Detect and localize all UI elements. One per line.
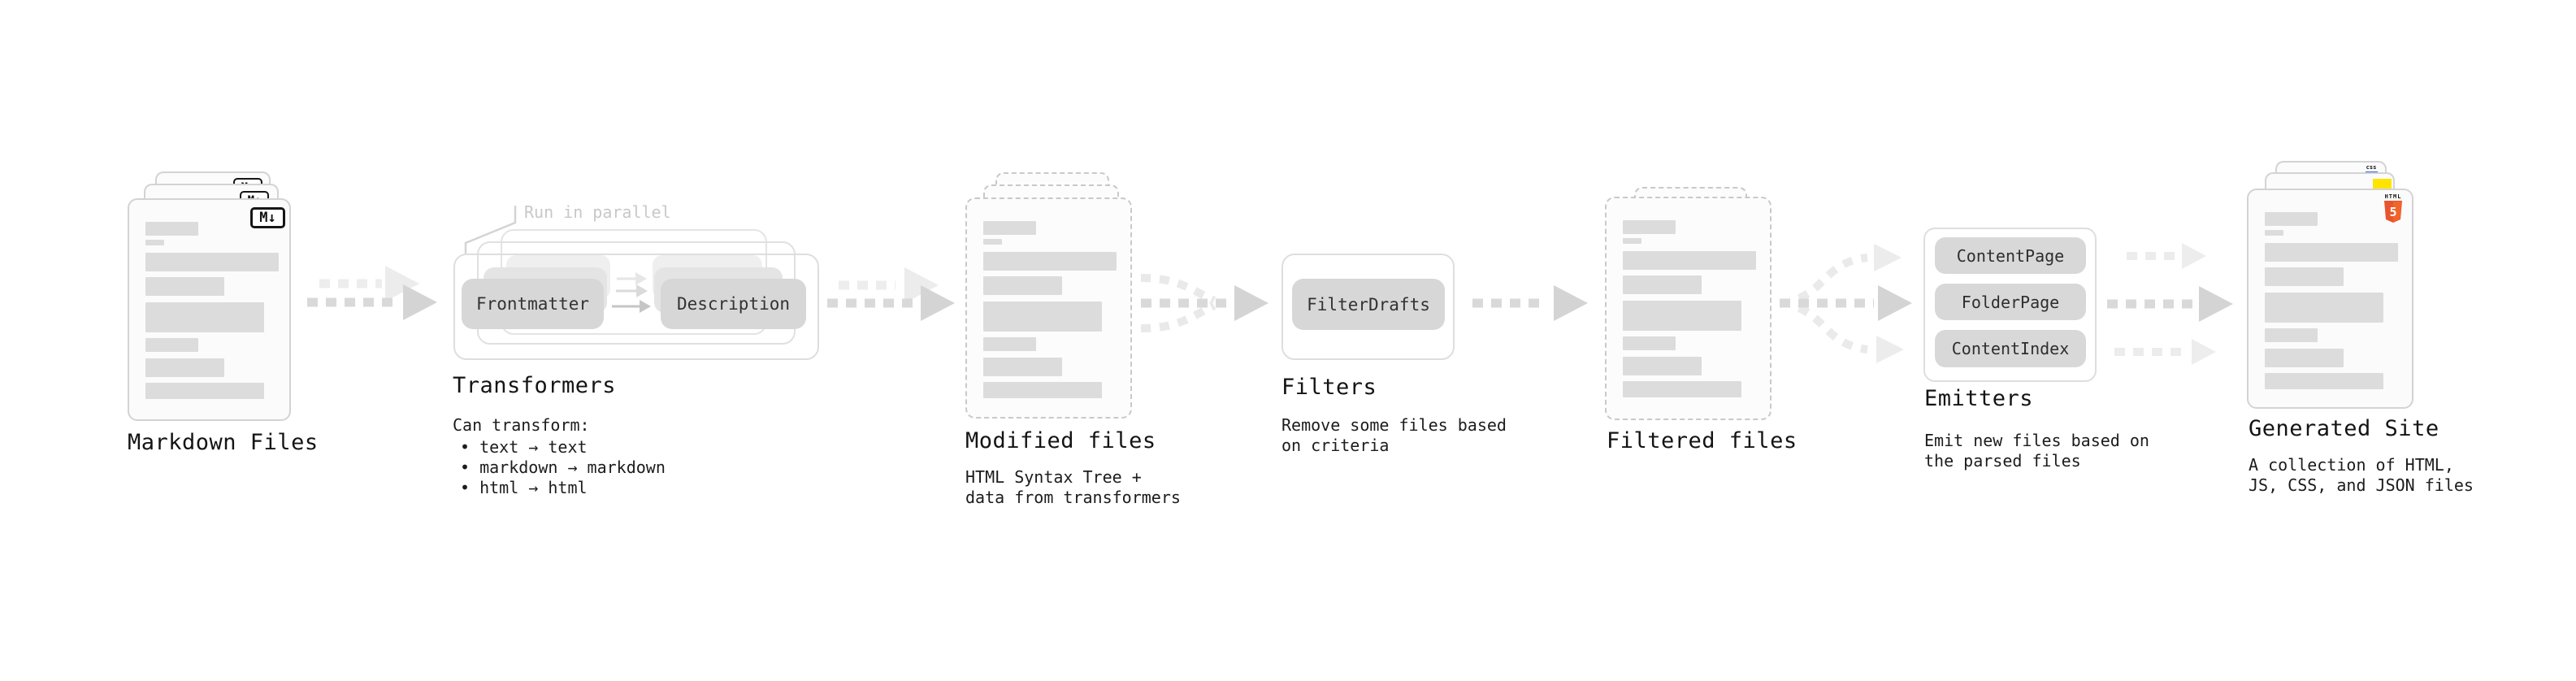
- contentpage-pill: ContentPage: [1935, 237, 2086, 274]
- document-placeholder-lines: [2265, 190, 2398, 389]
- frontmatter-pill: Frontmatter: [462, 279, 604, 329]
- transformers-bullet: • text → text: [460, 437, 588, 457]
- emitters-desc: Emit new files based on: [1924, 431, 2149, 450]
- transformers-title: Transformers: [453, 373, 617, 398]
- document-placeholder-lines: [983, 199, 1117, 398]
- arrow-modified-to-filters-merge: [1140, 274, 1268, 332]
- filtered-files-title: Filtered files: [1607, 428, 1798, 453]
- transformers-bullet: • markdown → markdown: [460, 458, 666, 477]
- transformers-desc-heading: Can transform:: [453, 415, 590, 435]
- generated-site-title: Generated Site: [2249, 416, 2439, 441]
- emitters-desc: the parsed files: [1924, 451, 2081, 471]
- filters-title: Filters: [1281, 375, 1377, 400]
- filters-container: [1281, 254, 1455, 360]
- transformers-bullet: • html → html: [460, 478, 588, 497]
- arrow-filters-to-filtered: [1472, 285, 1588, 321]
- emitters-container: [1923, 228, 2097, 382]
- generated-site-card: HTML 5: [2247, 189, 2413, 409]
- run-in-parallel-note: Run in parallel: [524, 202, 671, 222]
- modified-files-title: Modified files: [965, 428, 1156, 453]
- document-placeholder-lines: [145, 200, 279, 399]
- arrow-filtered-to-emitters-diverge: [1780, 244, 1912, 363]
- generated-site-desc: JS, CSS, and JSON files: [2249, 475, 2474, 495]
- generated-site-desc: A collection of HTML,: [2249, 455, 2454, 475]
- emitters-title: Emitters: [1924, 386, 2034, 411]
- contentindex-pill: ContentIndex: [1935, 330, 2086, 367]
- modified-files-desc: data from transformers: [965, 488, 1181, 507]
- folderpage-pill: FolderPage: [1935, 284, 2086, 320]
- filtered-file-card: [1605, 197, 1772, 420]
- svg-text:5: 5: [2389, 205, 2396, 219]
- arrow-emitters-to-generated: [2107, 243, 2233, 365]
- modified-files-desc: HTML Syntax Tree +: [965, 467, 1142, 487]
- html5-icon: HTML 5: [2383, 193, 2404, 226]
- modified-file-card: [965, 197, 1132, 419]
- js-icon: [2373, 179, 2392, 190]
- arrow-transformers-to-modified: [827, 267, 955, 321]
- markdown-files-title: Markdown Files: [128, 430, 319, 455]
- filters-desc: on criteria: [1281, 436, 1390, 455]
- markdown-file-card: M↓: [128, 198, 291, 421]
- description-pill: Description: [661, 279, 806, 329]
- filters-desc: Remove some files based: [1281, 415, 1507, 435]
- transformers-container-front: [453, 254, 819, 360]
- arrow-markdown-to-transformers: [307, 266, 437, 320]
- filterdrafts-pill: FilterDrafts: [1292, 279, 1445, 330]
- markdown-icon: M↓: [250, 207, 285, 228]
- document-placeholder-lines: [1623, 198, 1756, 397]
